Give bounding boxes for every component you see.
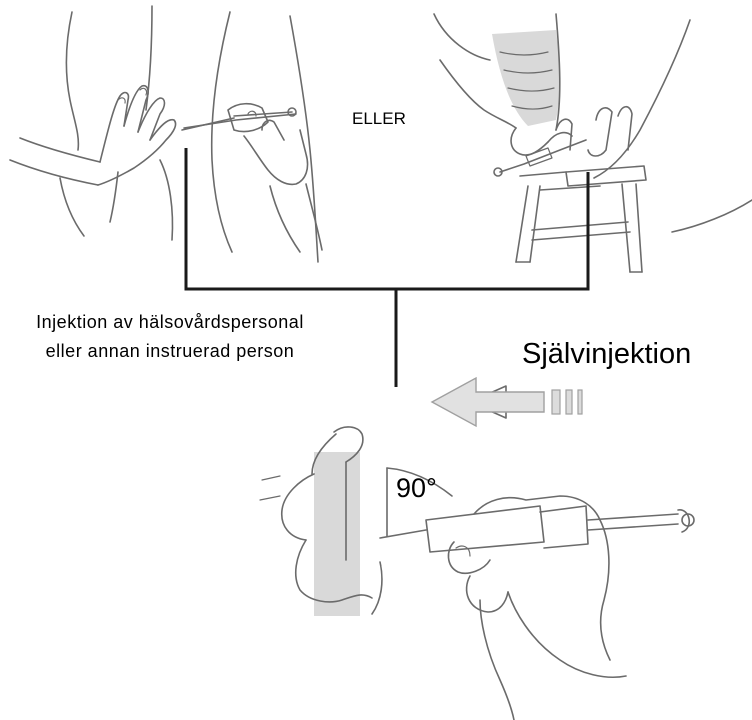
self-injection-caption: Självinjektion xyxy=(522,338,691,371)
self-injection-seated-illustration xyxy=(434,14,752,272)
angle-injection-illustration xyxy=(260,378,694,720)
thigh-injection-illustration xyxy=(182,12,322,262)
buttock-hand-illustration xyxy=(10,6,176,240)
professional-injection-caption: Injektion av hälsovårdspersonal eller an… xyxy=(30,308,310,366)
or-label: ELLER xyxy=(352,109,406,129)
angle-label: 90° xyxy=(396,473,437,504)
